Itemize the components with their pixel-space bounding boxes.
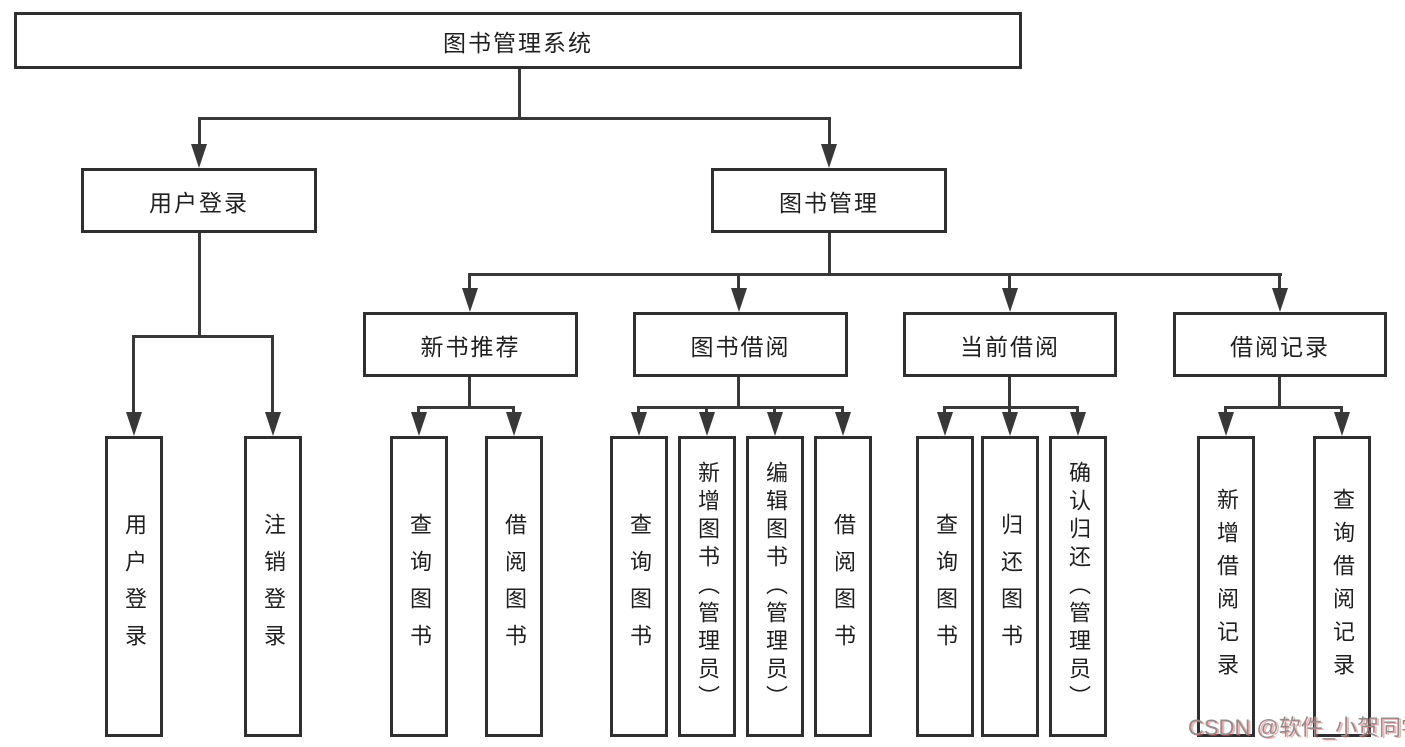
arrowhead (1002, 288, 1018, 312)
arrowhead (265, 412, 281, 436)
connector-drop (1076, 406, 1079, 414)
arrowhead (1218, 412, 1234, 436)
connector-drop (468, 273, 471, 291)
connector-drop (705, 406, 708, 414)
csdn-watermark: CSDN @软件_小贺同学 (1188, 715, 1405, 740)
node-new-book-recommend-label: 新书推荐 (420, 333, 521, 360)
connector-drop (637, 406, 640, 414)
connector-login-stem (198, 233, 201, 335)
connector-management-stem (828, 233, 831, 273)
connector-login-branch (132, 335, 274, 338)
connector-branch (637, 406, 844, 409)
leaf-confirm-return-admin-label: 确认归还（管理员） (1066, 460, 1091, 713)
connector-drop (737, 273, 740, 291)
arrowhead (126, 412, 142, 436)
arrowhead (731, 288, 747, 312)
arrowhead (699, 412, 715, 436)
leaf-borrow-books-recommend-label: 借阅图书 (502, 512, 527, 661)
arrowhead (1272, 288, 1288, 312)
leaf-user-login-label: 用户登录 (122, 512, 147, 661)
leaf-add-borrow-record: 新增借阅记录 (1197, 436, 1255, 737)
connector-drop (512, 406, 515, 414)
connector-management-branch (469, 273, 1282, 276)
node-current-borrow-label: 当前借阅 (960, 333, 1060, 360)
arrowhead (1334, 412, 1350, 436)
connector-drop (132, 335, 135, 414)
node-user-login-label: 用户登录 (149, 189, 249, 216)
arrowhead (631, 412, 647, 436)
arrowhead (1002, 412, 1018, 436)
node-user-login: 用户登录 (81, 168, 317, 233)
connector-management-drop (828, 117, 831, 147)
leaf-add-borrow-record-label: 新增借阅记录 (1214, 487, 1239, 686)
arrowhead (462, 288, 478, 312)
node-borrow-records: 借阅记录 (1173, 312, 1387, 377)
node-book-borrow-label: 图书借阅 (690, 333, 791, 360)
leaf-query-books-borrow-label: 查询图书 (627, 512, 652, 661)
connector-drop (271, 335, 274, 414)
node-borrow-records-label: 借阅记录 (1230, 333, 1330, 360)
arrowhead-to-management (821, 144, 837, 168)
connector-root-branch (198, 117, 831, 120)
leaf-borrow-books-recommend: 借阅图书 (485, 436, 543, 737)
connector-stem (1278, 377, 1281, 406)
connector-drop (1008, 273, 1011, 291)
leaf-return-books-label: 归还图书 (998, 512, 1023, 661)
connector-drop (943, 406, 946, 414)
connector-drop (773, 406, 776, 414)
connector-stem (737, 377, 740, 406)
leaf-add-books-admin: 新增图书（管理员） (678, 436, 736, 737)
node-current-borrow: 当前借阅 (903, 312, 1117, 377)
leaf-query-borrow-record: 查询借阅记录 (1313, 436, 1371, 737)
leaf-return-books: 归还图书 (981, 436, 1039, 737)
leaf-borrow-books-label: 借阅图书 (831, 512, 856, 661)
connector-drop (417, 406, 420, 414)
node-new-book-recommend: 新书推荐 (363, 312, 578, 377)
connector-root-stem (518, 69, 521, 117)
node-root-label: 图书管理系统 (443, 29, 593, 56)
leaf-query-borrow-record-label: 查询借阅记录 (1330, 487, 1355, 686)
connector-drop (841, 406, 844, 414)
leaf-logout-login: 注销登录 (244, 436, 302, 737)
leaf-add-books-admin-label: 新增图书（管理员） (695, 460, 720, 713)
leaf-query-books-recommend-label: 查询图书 (407, 512, 432, 661)
leaf-query-books-borrow: 查询图书 (610, 436, 668, 737)
node-book-borrow: 图书借阅 (633, 312, 848, 377)
connector-stem (468, 377, 471, 406)
connector-drop (1340, 406, 1343, 414)
connector-drop (1224, 406, 1227, 414)
connector-drop (1278, 273, 1281, 291)
connector-branch (417, 406, 515, 409)
connector-drop (1008, 406, 1011, 414)
leaf-edit-books-admin: 编辑图书（管理员） (746, 436, 804, 737)
leaf-query-books-current-label: 查询图书 (933, 512, 958, 661)
connector-stem (1008, 377, 1011, 406)
node-book-management-label: 图书管理 (779, 189, 879, 216)
arrowhead (506, 412, 522, 436)
leaf-edit-books-admin-label: 编辑图书（管理员） (763, 460, 788, 713)
connector-branch (1224, 406, 1343, 409)
leaf-logout-login-label: 注销登录 (261, 512, 286, 661)
arrowhead (937, 412, 953, 436)
arrowhead (835, 412, 851, 436)
connector-branch (943, 406, 1079, 409)
arrowhead (767, 412, 783, 436)
arrowhead (411, 412, 427, 436)
node-book-management: 图书管理 (711, 168, 947, 233)
leaf-borrow-books: 借阅图书 (814, 436, 872, 737)
connector-login-drop (198, 117, 201, 147)
leaf-query-books-current: 查询图书 (916, 436, 974, 737)
arrowhead-to-login (191, 144, 207, 168)
arrowhead (1070, 412, 1086, 436)
leaf-confirm-return-admin: 确认归还（管理员） (1049, 436, 1107, 737)
leaf-user-login: 用户登录 (105, 436, 163, 737)
node-root: 图书管理系统 (14, 12, 1022, 69)
leaf-query-books-recommend: 查询图书 (390, 436, 448, 737)
